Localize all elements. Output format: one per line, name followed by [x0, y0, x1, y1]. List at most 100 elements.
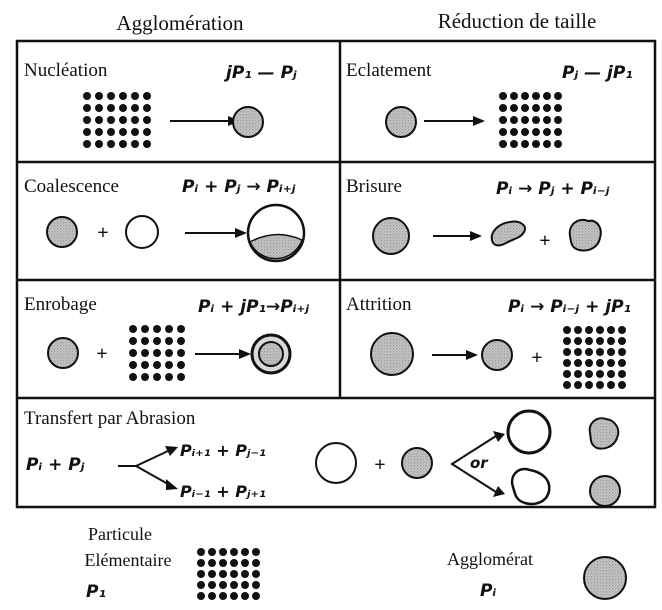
elementary-particle-dot: [521, 140, 529, 148]
elementary-particle-dot: [543, 116, 551, 124]
coalescence-formula: Pᵢ + Pⱼ → Pᵢ₊ⱼ: [182, 177, 296, 197]
elementary-particle-dot: [510, 140, 518, 148]
elementary-particle-dot: [107, 92, 115, 100]
elementary-particle-dot: [95, 104, 103, 112]
elementary-particle-dot: [596, 370, 604, 378]
elementary-particle-dot: [618, 348, 626, 356]
elementary-particle-dot: [129, 349, 137, 357]
transfert-title: Transfert par Abrasion: [24, 408, 196, 429]
arrow-head: [466, 350, 478, 360]
elementary-particle-dot: [499, 128, 507, 136]
cell-coalescence: Coalescence Pᵢ + Pⱼ → Pᵢ₊ⱼ +: [24, 176, 304, 261]
coated-core: [259, 342, 283, 366]
elementary-particle-dot: [574, 359, 582, 367]
elementary-particle-dot: [607, 348, 615, 356]
elementary-particle-dot: [143, 140, 151, 148]
elementary-particle-dot: [499, 92, 507, 100]
elementary-particle-dot: [129, 361, 137, 369]
elementary-particle-dot: [107, 128, 115, 136]
brisure-title: Brisure: [346, 176, 402, 197]
attrition-formula: Pᵢ → Pᵢ₋ⱼ + jP₁: [508, 297, 631, 317]
agglomerate: [386, 107, 416, 137]
elementary-particle-dot: [219, 548, 227, 556]
abraded-particle: [508, 411, 550, 453]
agglomerate-smaller: [482, 340, 512, 370]
elementary-particle-dot: [554, 92, 562, 100]
elementary-particle-dot: [510, 116, 518, 124]
elementary-particle-dot: [563, 326, 571, 334]
branch-lower: [136, 466, 168, 484]
legend-particle-line2: Elémentaire: [85, 550, 172, 570]
elementary-particle-dot: [141, 373, 149, 381]
elementary-particle-dot: [607, 381, 615, 389]
elementary-particle-dot: [83, 128, 91, 136]
elementary-particle-dot: [165, 361, 173, 369]
plus-sign: +: [97, 222, 108, 244]
elementary-particle-dot: [521, 128, 529, 136]
nucleation-formula: jP₁ — Pⱼ: [223, 63, 297, 83]
elementary-particle-dot: [141, 337, 149, 345]
elementary-particle-dot: [119, 116, 127, 124]
plus-sign: +: [374, 454, 385, 476]
elementary-particle-dot: [532, 104, 540, 112]
header-reduction: Réduction de taille: [438, 9, 597, 33]
agglomerate: [584, 557, 626, 599]
fragment: [570, 220, 601, 251]
enrobage-title: Enrobage: [24, 294, 97, 315]
elementary-particle-dot: [607, 370, 615, 378]
agglomerate: [233, 107, 263, 137]
elementary-particle-dot: [521, 104, 529, 112]
elementary-particle-dot: [95, 116, 103, 124]
arrow-head: [166, 479, 178, 490]
or-label: or: [470, 454, 489, 472]
elementary-particle-dot: [554, 104, 562, 112]
elementary-particle-dot: [177, 325, 185, 333]
elementary-particle-dot: [532, 116, 540, 124]
elementary-particle-dot: [563, 381, 571, 389]
transfert-lhs: Pᵢ + Pⱼ: [26, 455, 85, 475]
elementary-particle-dot: [607, 337, 615, 345]
elementary-particle-dot: [131, 116, 139, 124]
elementary-particle-dot: [230, 548, 238, 556]
elementary-particle-dot: [95, 128, 103, 136]
elementary-particle-dot: [618, 381, 626, 389]
elementary-particle-dot: [153, 349, 161, 357]
elementary-particle-dot: [554, 128, 562, 136]
fragment: [492, 222, 525, 246]
particle-outline: [316, 443, 356, 483]
deformed-particle: [512, 469, 549, 504]
plus-sign: +: [531, 347, 542, 369]
elementary-particle-dot: [585, 348, 593, 356]
elementary-particle-dot: [197, 581, 205, 589]
elementary-particle-dot: [107, 140, 115, 148]
elementary-particle-dot: [241, 581, 249, 589]
elementary-particle-dot: [499, 140, 507, 148]
elementary-particle-dot: [165, 325, 173, 333]
agglomerate: [47, 217, 77, 247]
elementary-particle-dot: [119, 128, 127, 136]
fragment: [590, 418, 619, 448]
elementary-particle-dot: [252, 570, 260, 578]
elementary-particle-dot: [177, 349, 185, 357]
elementary-particle-dot: [153, 361, 161, 369]
legend-agglomerate-label: Agglomérat: [447, 549, 533, 569]
elementary-particle-dot: [618, 337, 626, 345]
elementary-particle-dot: [141, 349, 149, 357]
elementary-particle-dot: [119, 92, 127, 100]
elementary-particle-dot: [131, 128, 139, 136]
elementary-particle-dot: [585, 326, 593, 334]
elementary-particle-dot: [230, 559, 238, 567]
elementary-particle-dot: [618, 370, 626, 378]
elementary-particle-dot: [521, 92, 529, 100]
elementary-particle-dot: [574, 381, 582, 389]
elementary-particle-dot: [177, 361, 185, 369]
elementary-particle-dot: [563, 348, 571, 356]
legend-agglomerate-symbol: Pᵢ: [480, 581, 496, 601]
particle-outline: [126, 216, 158, 248]
elementary-particle-dot: [119, 140, 127, 148]
elementary-particle-dot: [219, 570, 227, 578]
elementary-particle-dot: [95, 140, 103, 148]
elementary-particle-dot: [230, 581, 238, 589]
elementary-particle-dot: [197, 570, 205, 578]
